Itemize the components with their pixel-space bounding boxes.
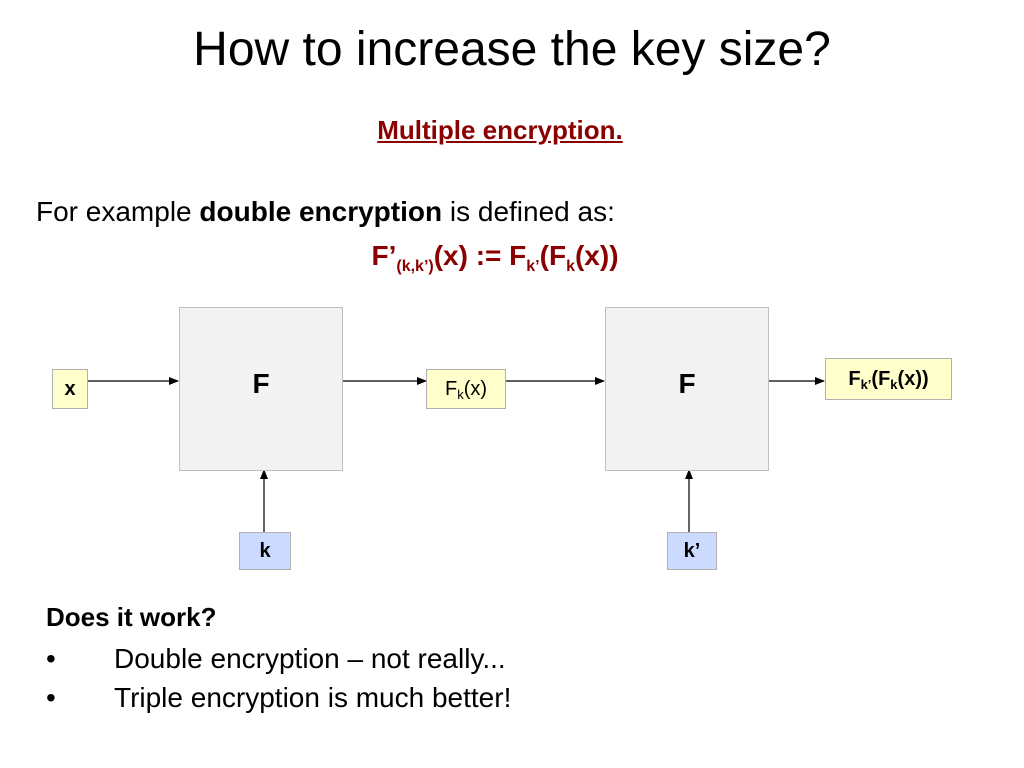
formula-mid: (x) := F (433, 240, 527, 271)
final-output-open: (F (871, 368, 891, 390)
intro-emphasis: double encryption (199, 196, 443, 227)
function-box-1-label: F (252, 368, 270, 399)
input-x-box: x (52, 369, 88, 409)
slide-subtitle: Multiple encryption. (377, 115, 623, 145)
intro-text: For example double encryption is defined… (36, 194, 615, 230)
final-output-f: F (848, 368, 861, 390)
formula-end: (x)) (574, 240, 619, 271)
bullet-symbol: • (46, 682, 56, 713)
key2-box: k’ (667, 532, 717, 570)
bullet-symbol: • (46, 643, 56, 674)
final-output-rest: (x)) (897, 368, 929, 390)
bullet-text-2: Triple encryption is much better! (114, 682, 512, 713)
input-x-label: x (64, 378, 76, 400)
function-box-2-label: F (678, 368, 696, 399)
bullet-item-1: • Double encryption – not really... (46, 640, 506, 678)
slide-title: How to increase the key size? (193, 23, 831, 76)
final-output-sub2: k (890, 377, 898, 392)
bullet-text-1: Double encryption – not really... (114, 643, 506, 674)
final-output-box: Fk’(Fk(x)) (825, 358, 952, 400)
intro-prefix: For example (36, 196, 200, 227)
formula-outer-sub: k’ (526, 258, 540, 275)
mid-output-rest: (x) (463, 378, 488, 400)
mid-output-sub: k (457, 387, 464, 402)
key1-box: k (239, 532, 291, 570)
formula-inner-open: (F (539, 240, 567, 271)
mid-output-f: F (444, 378, 458, 400)
key1-label: k (259, 540, 271, 562)
mid-output-box: Fk(x) (426, 369, 506, 409)
final-output-sub1: k’ (860, 377, 872, 392)
intro-suffix: is defined as: (442, 196, 615, 227)
function-box-2: F (605, 307, 769, 471)
double-encryption-formula: F’(k,k’)(x) := Fk’(Fk(x)) (0, 236, 990, 276)
bullet-item-2: • Triple encryption is much better! (46, 679, 511, 717)
formula-f-prime: F’ (371, 240, 397, 271)
key2-label: k’ (683, 540, 701, 562)
formula-inner-sub: k (566, 258, 575, 275)
formula-f-prime-sub: (k,k’) (396, 258, 434, 275)
function-box-1: F (179, 307, 343, 471)
question-heading: Does it work? (46, 602, 217, 632)
